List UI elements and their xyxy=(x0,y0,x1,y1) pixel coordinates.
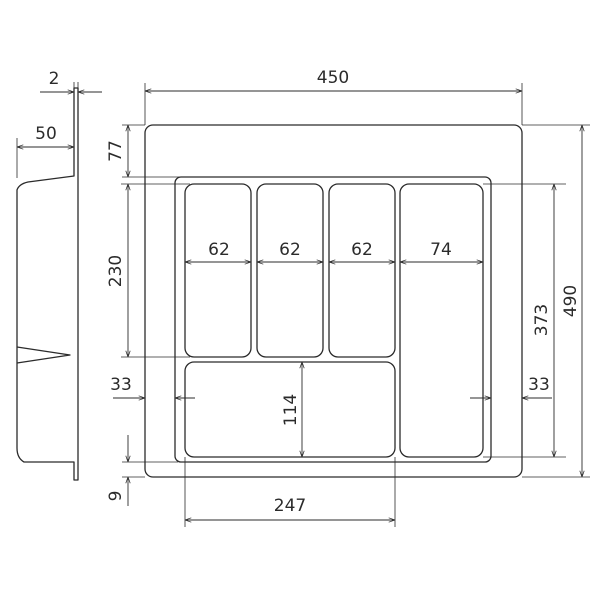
dim-top-offset-label: 77 xyxy=(106,140,126,162)
dim-lower-compartment-width-label: 247 xyxy=(274,496,306,516)
dim-compartment-1-label: 62 xyxy=(208,240,230,260)
dim-left-margin: 33 xyxy=(110,375,195,398)
top-view xyxy=(144,124,523,478)
dim-right-section-height: 373 xyxy=(483,183,566,458)
dim-overall-width-label: 450 xyxy=(317,68,349,88)
dim-upper-compartment-height: 230 xyxy=(106,183,190,358)
dim-upper-compartment-height-label: 230 xyxy=(106,255,126,287)
compartment-1 xyxy=(184,183,252,358)
dim-wall-thickness-label: 2 xyxy=(49,69,60,89)
compartment-2 xyxy=(256,183,324,358)
dim-overall-height-label: 490 xyxy=(561,285,581,317)
dim-top-offset: 77 xyxy=(106,124,180,178)
side-profile-outline xyxy=(16,87,79,481)
dim-overall-width: 450 xyxy=(144,68,523,125)
dim-lower-compartment-width: 247 xyxy=(184,457,396,527)
dim-compartment-4-label: 74 xyxy=(430,240,452,260)
dim-compartment-2-label: 62 xyxy=(279,240,301,260)
compartment-lower xyxy=(184,361,396,458)
compartment-4 xyxy=(399,183,484,458)
dim-compartment-widths: 62 62 62 74 xyxy=(185,240,483,262)
outer-frame xyxy=(144,124,523,478)
dim-depth: 50 xyxy=(16,124,74,178)
compartment-3 xyxy=(328,183,396,358)
dim-bottom-offset-label: 9 xyxy=(106,491,126,502)
dim-lower-compartment-height-label: 114 xyxy=(281,394,301,426)
dim-depth-label: 50 xyxy=(35,124,57,144)
dim-lower-compartment-height: 114 xyxy=(281,362,302,457)
dim-overall-height: 490 xyxy=(522,124,590,478)
inner-tray xyxy=(174,176,492,463)
dim-right-section-height-label: 373 xyxy=(532,304,552,336)
side-profile-rib xyxy=(16,346,71,364)
dim-right-margin: 33 xyxy=(470,375,552,398)
side-profile-view xyxy=(16,87,79,481)
dim-compartment-3-label: 62 xyxy=(351,240,373,260)
dim-wall-thickness: 2 xyxy=(40,69,102,100)
dim-left-margin-label: 33 xyxy=(110,375,132,395)
dim-bottom-offset: 9 xyxy=(106,435,178,506)
dim-right-margin-label: 33 xyxy=(528,375,550,395)
